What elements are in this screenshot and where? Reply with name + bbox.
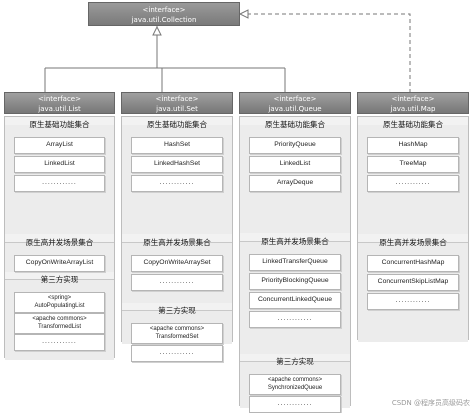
class-box: CopyOnWriteArraySet [131,255,223,272]
watermark: CSDN @程序员高级码农 [391,399,470,407]
vendor-label: <apache commons> [149,326,205,332]
class-box: LinkedList [249,156,341,173]
class-box: LinkedHashSet [131,156,223,173]
section-title: 原生高并发场景集合 [379,238,447,247]
interface-box-map: <interface> java.util.Map [357,92,469,114]
third-party-class-box: <apache commons> SynchronizedQueue [249,374,341,395]
section-block: 原生高并发场景集合 CopyOnWriteArrayList [5,238,114,272]
ellipsis-item: ............ [131,345,223,362]
class-box: LinkedList [14,156,105,173]
ellipsis-item: ............ [249,311,341,328]
ellipsis-item: ............ [131,175,223,192]
ellipsis-item: ............ [14,334,105,351]
section-title: 第三方实现 [40,275,79,284]
class-box: ConcurrentHashMap [367,255,459,272]
section-title: 原生高并发场景集合 [143,238,211,247]
section-block: 第三方实现 <apache commons> SynchronizedQueue..… [240,357,350,413]
class-box: PriorityQueue [249,137,341,154]
vendor-label: <apache commons> [267,377,323,383]
section-title: 第三方实现 [276,357,314,366]
collection-stereotype: <interface> [142,6,186,14]
class-name: TransformedList [37,324,82,330]
interface-stereotype: <interface> [391,95,435,103]
section-title: 原生基础功能集合 [383,120,443,129]
collection-name: java.util.Collection [131,16,197,24]
third-party-class-box: <apache commons> TransformedSet [131,323,223,344]
class-box: ArrayList [14,137,105,154]
section-title: 第三方实现 [158,306,196,315]
class-box: ConcurrentSkipListMap [367,274,459,291]
interface-name: java.util.List [38,105,81,113]
class-name: SynchronizedQueue [267,385,323,391]
vendor-label: <spring> [47,295,72,301]
ellipsis-item: ............ [14,175,105,192]
collection-interface-box: <interface> java.util.Collection [88,2,240,26]
class-box: HashMap [367,137,459,154]
ellipsis-item: ............ [249,396,341,413]
section-block: 原生高并发场景集合 CopyOnWriteArraySet............ [122,238,232,303]
section-title: 原生基础功能集合 [147,120,207,129]
interface-name: java.util.Set [156,105,198,113]
class-name: TransformedSet [155,334,199,340]
interface-name: java.util.Queue [268,105,322,113]
third-party-class-box: <apache commons> TransformedList [14,313,105,334]
section-title: 原生高并发场景集合 [25,238,94,247]
section-title: 原生基础功能集合 [29,120,90,129]
class-box: HashSet [131,137,223,154]
interface-box-list: <interface> java.util.List [4,92,115,114]
class-box: LinkedTransferQueue [249,254,341,271]
section-title: 原生基础功能集合 [265,120,325,129]
section-title: 原生高并发场景集合 [261,237,329,246]
interface-stereotype: <interface> [38,95,81,103]
ellipsis-item: ............ [367,175,459,192]
class-box: ArrayDeque [249,175,341,192]
class-box: TreeMap [367,156,459,173]
section-block: 第三方实现 <apache commons> TransformedSet.....… [122,306,232,362]
interface-box-set: <interface> java.util.Set [121,92,233,114]
ellipsis-item: ............ [367,293,459,310]
class-name: AutoPopulatingList [34,303,85,309]
class-box: PriorityBlockingQueue [249,273,341,290]
ellipsis-item: ............ [131,274,223,291]
third-party-class-box: <spring> AutoPopulatingList [14,292,105,313]
class-box: ConcurrentLinkedQueue [249,292,341,309]
class-box: CopyOnWriteArrayList [14,255,105,272]
interface-stereotype: <interface> [273,95,317,103]
section-block: 第三方实现 <spring> AutoPopulatingList <apache c… [5,275,114,360]
interface-box-queue: <interface> java.util.Queue [239,92,351,114]
interface-stereotype: <interface> [155,95,199,103]
vendor-label: <apache commons> [32,316,87,322]
interface-name: java.util.Map [390,105,436,113]
